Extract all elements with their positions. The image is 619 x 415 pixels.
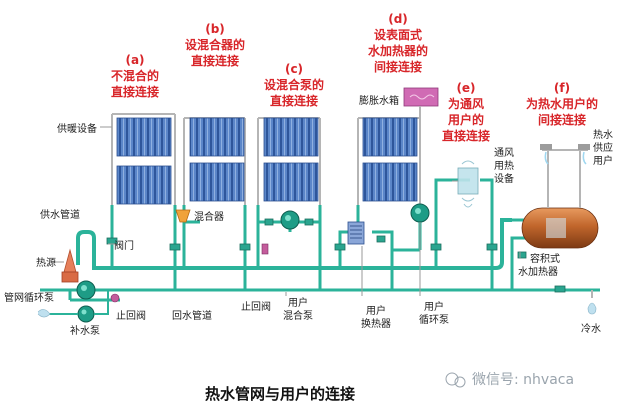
radiator-c-bottom bbox=[263, 162, 319, 202]
label-user-hx-1: 用户 bbox=[366, 304, 386, 317]
title-b-line1: 设混合器的 bbox=[185, 37, 245, 52]
valve-d-left bbox=[334, 243, 346, 251]
label-valve: 阀门 bbox=[114, 239, 134, 252]
label-check-valve-left: 止回阀 bbox=[116, 309, 146, 322]
label-check-valve-mid: 止回阀 bbox=[241, 300, 271, 313]
title-f-line2: 间接连接 bbox=[538, 112, 586, 127]
label-hot-water-user-2: 供应 bbox=[593, 141, 613, 154]
title-a: (a) 不混合的 直接连接 bbox=[111, 53, 159, 99]
valve-e-left bbox=[430, 243, 442, 251]
title-a-line1: 不混合的 bbox=[111, 68, 159, 83]
ventilation-heating-equipment bbox=[457, 160, 479, 208]
radiator-c-top bbox=[263, 117, 319, 157]
label-user-circ-pump-2: 循环泵 bbox=[419, 313, 449, 326]
title-e-line2: 用户的 bbox=[447, 112, 484, 127]
label-vent-1: 通风 bbox=[494, 147, 514, 159]
radiator-a-top bbox=[116, 117, 172, 157]
valve-c-left bbox=[264, 218, 274, 226]
supply-main-pipe bbox=[76, 218, 512, 270]
label-user-mixing-pump-2: 混合泵 bbox=[283, 309, 313, 322]
title-e-line1: 为通风 bbox=[448, 96, 484, 111]
valve-return-end bbox=[554, 285, 566, 293]
radiator-b-bottom bbox=[189, 162, 245, 202]
label-hot-water-user-3: 用户 bbox=[593, 154, 613, 167]
radiator-a-bottom bbox=[116, 165, 172, 205]
label-return-pipe: 回水管道 bbox=[172, 309, 212, 322]
label-vent-2: 用热 bbox=[494, 159, 514, 172]
label-hot-water-user-1: 热水 bbox=[593, 128, 613, 141]
label-storage-heater-1: 容积式 bbox=[530, 252, 560, 265]
return-main-pipe bbox=[40, 288, 600, 302]
check-valve-mid-symbol bbox=[261, 243, 269, 255]
label-user-mixing-pump-1: 用户 bbox=[288, 296, 308, 309]
label-heat-source: 热源 bbox=[36, 256, 56, 269]
valve-f-coil bbox=[517, 251, 527, 259]
label-mixer: 混合器 bbox=[194, 210, 224, 223]
title-d-line1: 设表面式 bbox=[374, 27, 422, 42]
label-supply-pipe: 供水管道 bbox=[40, 208, 80, 221]
title-e-line3: 直接连接 bbox=[442, 128, 490, 143]
title-f-line1: 为热水用户的 bbox=[526, 96, 598, 111]
check-valve-left-symbol bbox=[110, 293, 120, 303]
title-c: (c) 设混合泵的 直接连接 bbox=[264, 62, 324, 108]
title-b-letter: (b) bbox=[205, 22, 225, 36]
label-network-pump: 管网循环泵 bbox=[4, 291, 54, 304]
radiator-d-bottom bbox=[362, 162, 418, 202]
user-heat-exchanger bbox=[347, 221, 365, 245]
title-d-line3: 间接连接 bbox=[374, 59, 422, 74]
label-expansion-tank: 膨胀水箱 bbox=[359, 94, 399, 107]
watermark: 微信号: nhvaca bbox=[445, 372, 574, 388]
valve-c-right bbox=[304, 218, 314, 226]
title-a-line2: 直接连接 bbox=[111, 84, 159, 99]
title-f: (f) 为热水用户的 间接连接 bbox=[526, 81, 598, 127]
title-f-letter: (f) bbox=[554, 81, 570, 95]
branch-pipes bbox=[110, 178, 548, 290]
hot-water-taps bbox=[540, 144, 590, 208]
watermark-text: 微信号: nhvaca bbox=[472, 372, 574, 388]
user-mixing-pump bbox=[280, 210, 300, 230]
label-storage-heater-2: 水加热器 bbox=[518, 265, 558, 278]
diagram-caption: 热水管网与用户的连接 bbox=[205, 385, 355, 403]
valve-a-return bbox=[169, 243, 181, 251]
radiator-d-top bbox=[362, 117, 418, 157]
label-user-hx-2: 换热器 bbox=[361, 317, 391, 330]
valve-b-return bbox=[239, 243, 251, 251]
title-c-letter: (c) bbox=[285, 62, 303, 76]
title-e: (e) 为通风 用户的 直接连接 bbox=[442, 81, 490, 143]
leader-lines bbox=[55, 126, 521, 296]
title-d-letter: (d) bbox=[388, 12, 408, 26]
label-heating-equipment: 供暖设备 bbox=[57, 122, 97, 135]
title-d: (d) 设表面式 水加热器的 间接连接 bbox=[368, 12, 428, 74]
label-makeup-pump: 补水泵 bbox=[70, 324, 100, 337]
network-circulation-pump bbox=[76, 280, 96, 300]
user-circulation-pump bbox=[410, 203, 430, 223]
makeup-pump bbox=[77, 305, 95, 323]
valve-e-right bbox=[486, 243, 498, 251]
title-a-letter: (a) bbox=[125, 53, 144, 67]
cold-water-in-left bbox=[37, 309, 51, 318]
label-cold-water: 冷水 bbox=[581, 322, 601, 335]
expansion-tank bbox=[403, 87, 439, 118]
heat-source bbox=[61, 248, 79, 283]
title-c-line2: 直接连接 bbox=[270, 93, 318, 108]
label-vent-3: 设备 bbox=[494, 172, 514, 185]
valves bbox=[106, 218, 566, 293]
title-c-line1: 设混合泵的 bbox=[264, 77, 324, 92]
storage-water-heater bbox=[521, 207, 599, 249]
title-b: (b) 设混合器的 直接连接 bbox=[185, 22, 245, 68]
title-e-letter: (e) bbox=[456, 81, 475, 95]
label-user-circ-pump-1: 用户 bbox=[424, 300, 444, 313]
radiator-b-top bbox=[189, 117, 245, 157]
radiators bbox=[116, 117, 418, 205]
title-b-line2: 直接连接 bbox=[191, 53, 239, 68]
valve-d-right bbox=[376, 235, 386, 243]
cold-water-drop bbox=[587, 302, 597, 315]
mixer bbox=[175, 209, 191, 223]
title-d-line2: 水加热器的 bbox=[368, 43, 428, 58]
